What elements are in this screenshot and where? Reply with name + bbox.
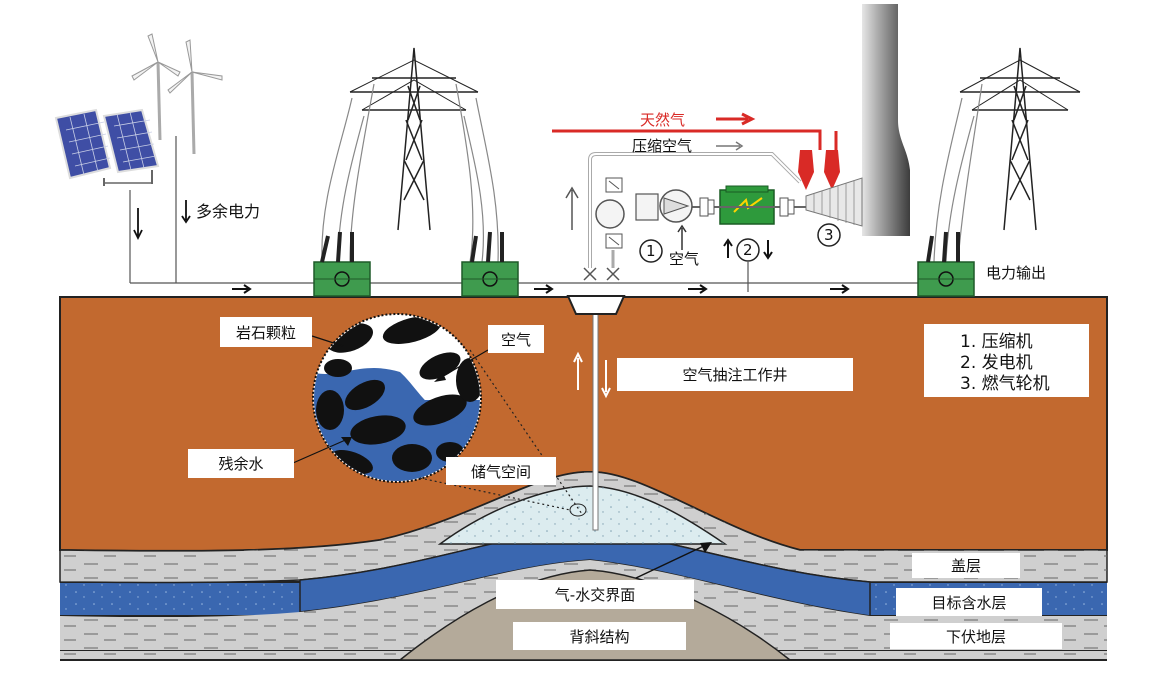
label-cap-rock: 盖层	[912, 553, 1020, 578]
marker-3-circle	[817, 223, 841, 247]
label-power-output: 电力输出	[986, 264, 1047, 282]
marker-1: 1	[646, 242, 656, 260]
well-shaft	[592, 311, 599, 531]
label-anticline: 背斜结构	[513, 622, 686, 650]
transformer-3	[917, 231, 975, 297]
legend-box: 1. 压缩机 2. 发电机 3. 燃气轮机	[924, 324, 1089, 397]
marker-3: 3	[824, 226, 834, 244]
marker-2: 2	[743, 241, 753, 259]
label-aquifer: 目标含水层	[896, 588, 1042, 616]
natural-gas-line	[552, 129, 822, 150]
marker-2-circle	[736, 238, 760, 262]
pore-magnifier	[292, 313, 712, 579]
transmission-tower-left	[349, 47, 479, 231]
transformer-2	[461, 231, 519, 297]
label-storage-space: 储气空间	[446, 457, 556, 485]
wellhead-recess	[566, 295, 626, 315]
label-gas-water-contact: 气-水交界面	[496, 580, 694, 609]
label-natural-gas: 天然气	[640, 111, 686, 129]
legend-item-gas-turbine: 3. 燃气轮机	[960, 374, 1050, 394]
transmission-tower-right	[959, 47, 1081, 231]
power-plant	[552, 112, 863, 292]
label-residual-water: 残余水	[188, 449, 294, 478]
label-surplus-power: 多余电力	[196, 202, 261, 221]
transformer-1	[313, 231, 371, 297]
label-air-intake: 空气	[669, 250, 700, 268]
wind-turbines	[131, 33, 223, 155]
label-underlying: 下伏地层	[890, 623, 1062, 649]
legend-item-generator: 2. 发电机	[960, 353, 1033, 373]
label-air: 空气	[488, 325, 544, 353]
anticline-core	[397, 569, 793, 661]
label-compressed-air: 压缩空气	[632, 137, 693, 155]
label-well: 空气抽注工作井	[617, 358, 853, 391]
label-rock-particles: 岩石颗粒	[220, 317, 312, 347]
chimney	[862, 4, 910, 236]
legend-item-compressor: 1. 压缩机	[960, 332, 1033, 352]
marker-1-circle	[639, 239, 663, 263]
solar-panels	[54, 108, 160, 186]
surface	[129, 136, 918, 294]
natural-gas-arrow	[716, 112, 756, 126]
